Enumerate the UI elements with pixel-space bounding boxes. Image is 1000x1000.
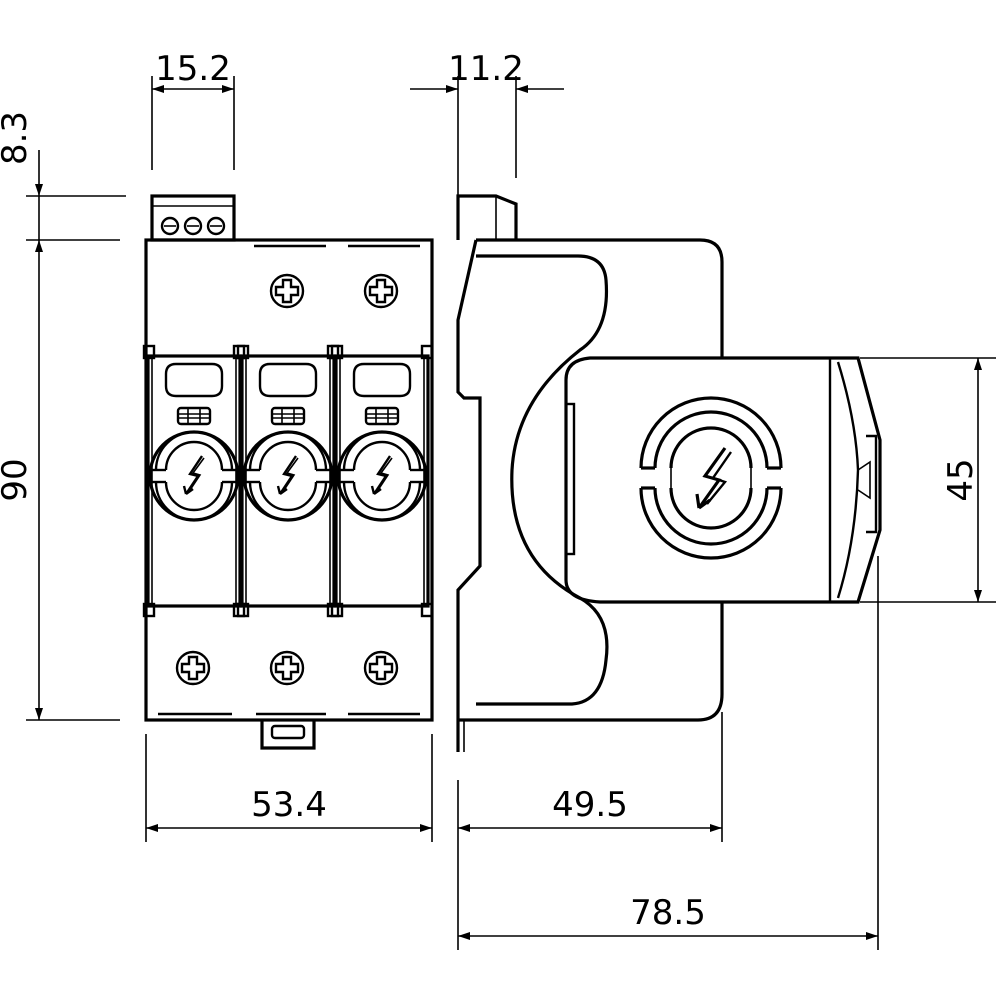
din-clip [260, 720, 316, 750]
screw-icon [363, 273, 399, 309]
module-2 [238, 346, 338, 616]
dim-label-45: 45 [941, 458, 981, 501]
side-view [456, 194, 882, 752]
dim-label-78-5: 78.5 [630, 893, 706, 933]
dim-label-11-2: 11.2 [448, 49, 524, 89]
screw-icon [269, 273, 305, 309]
front-view [144, 194, 434, 750]
dim-label-8-3: 8.3 [0, 111, 35, 165]
dim-label-49-5: 49.5 [552, 785, 628, 825]
base-housing [144, 238, 434, 722]
lightning-bolt-icon [639, 396, 783, 560]
screw-icon [363, 650, 399, 686]
dim-label-90: 90 [0, 458, 35, 501]
module-3 [332, 346, 432, 616]
module-1 [144, 346, 244, 616]
screw-icon [269, 650, 305, 686]
screw-icon [175, 650, 211, 686]
dimension-lines [26, 76, 996, 950]
side-top-terminal [456, 194, 518, 240]
dim-label-15-2: 15.2 [155, 49, 231, 89]
dim-label-53-4: 53.4 [251, 785, 327, 825]
terminal-screw-icon [160, 216, 226, 236]
side-module [564, 356, 882, 604]
